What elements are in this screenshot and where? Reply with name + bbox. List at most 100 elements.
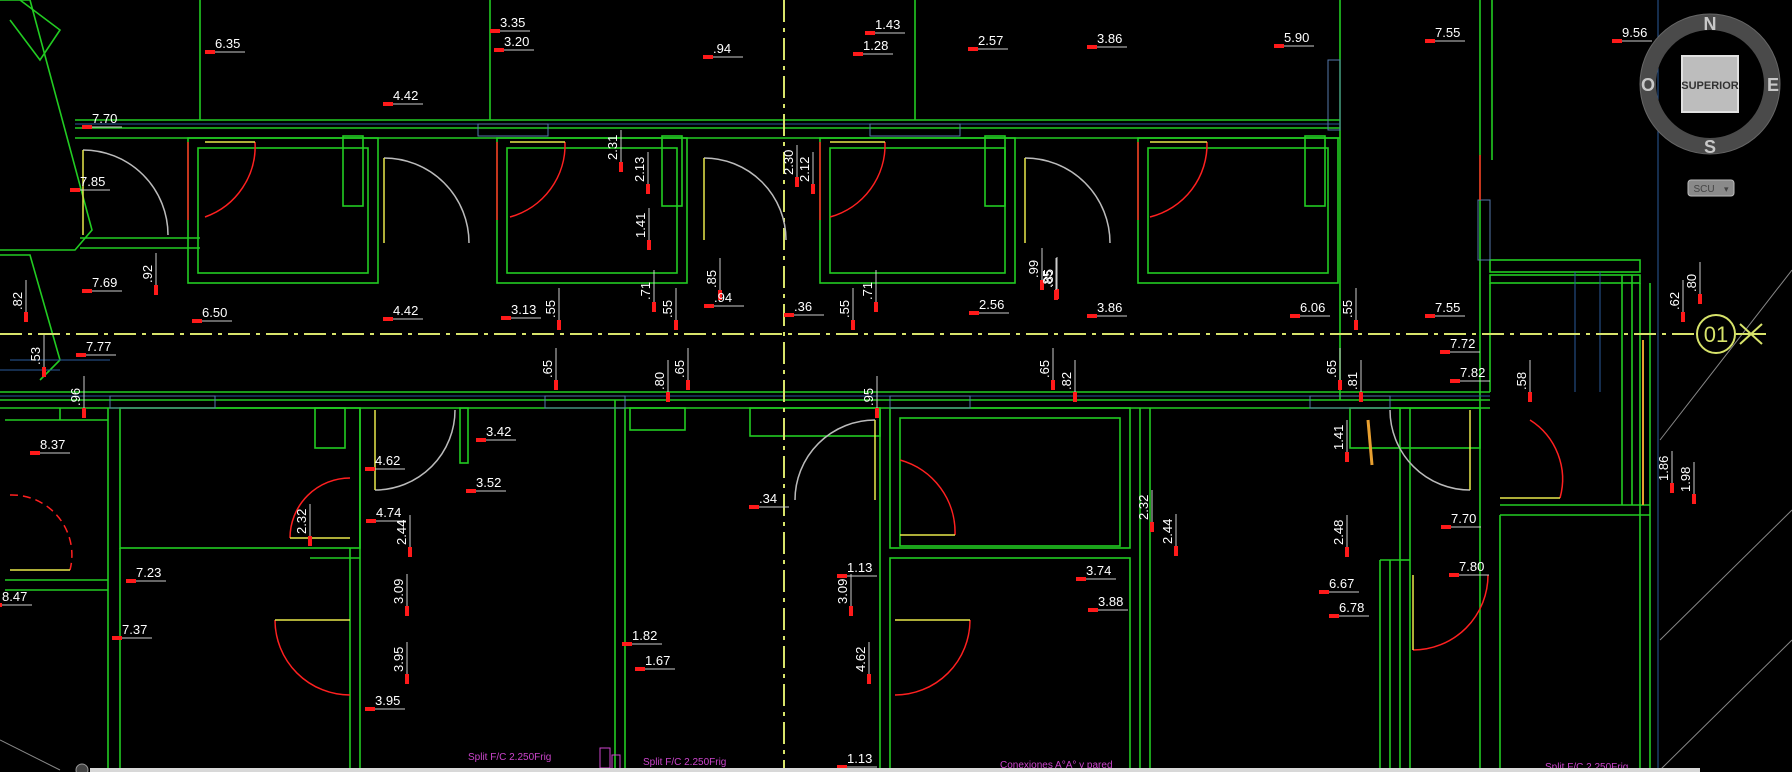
dimension-value: 3.86 [1097,31,1122,46]
viewcube-compass-ring[interactable] [1640,14,1780,154]
dimension-value: 3.86 [1097,300,1122,315]
dimension-label: 1.28 [853,38,893,56]
dimension-marker [76,353,86,357]
grid-bubble[interactable]: 01 [1696,314,1766,354]
dimension-value: 2.12 [797,157,812,182]
dimension-value: 2.32 [294,509,309,534]
dimension-label: .58 [1514,360,1532,402]
dimension-marker [1345,452,1349,462]
dimension-marker [1054,290,1058,300]
dimension-marker [365,467,375,471]
dimension-value: 3.35 [500,15,525,30]
dimension-label: 3.74 [1076,563,1116,581]
compass-south[interactable]: S [1704,137,1716,157]
dimension-marker [557,320,561,330]
dimension-marker [1040,280,1044,290]
dimension-value: 1.13 [847,560,872,575]
dimension-label: 1.67 [635,653,675,671]
dimension-value: .85 [1040,270,1055,288]
dimension-label: .71 [860,270,878,312]
dimension-value: .53 [28,347,43,365]
dimension-marker [619,162,623,172]
dimension-value: 9.56 [1622,25,1647,40]
dimension-label: 3.95 [365,693,405,711]
dimension-label: .34 [749,491,789,509]
dimension-label: .55 [543,288,561,330]
dimension-label: .81 [1345,360,1363,402]
scrollbar-handle[interactable] [75,763,89,772]
dimension-value: 3.20 [504,34,529,49]
dimension-value: .71 [638,282,653,300]
dimension-value: 3.52 [476,475,501,490]
dimension-marker [1450,379,1460,383]
dimension-marker [1528,392,1532,402]
dimension-label: 2.44 [1160,514,1178,556]
dimension-value: 8.47 [2,589,27,604]
dimension-value: .99 [1026,260,1041,278]
dimension-value: 1.98 [1678,467,1693,492]
dimension-value: .55 [1340,300,1355,318]
dimension-value: .65 [540,360,555,378]
dimension-marker [968,47,978,51]
compass-east[interactable]: E [1767,75,1779,95]
dimension-value: .82 [1059,372,1074,390]
dimension-label: 3.52 [466,475,506,493]
dimension-label: 2.12 [797,152,815,194]
dimension-label: 4.62 [365,453,405,471]
dimension-value: 1.43 [875,17,900,32]
dimension-marker [853,52,863,56]
dimension-marker [42,367,46,377]
dimension-marker [1359,392,1363,402]
dimension-label: 1.13 [837,560,877,578]
dimension-label: 6.06 [1290,300,1330,318]
dimension-label: .94 [704,290,744,308]
dimension-label: 5.90 [1274,30,1314,48]
dimension-label: 7.85 [70,174,110,192]
dimension-label: 9.56 [1612,25,1652,43]
equipment-label: Split F/C 2.250Frig [643,757,726,768]
dimension-label: 2.30 [781,145,799,187]
compass-north[interactable]: N [1704,14,1717,34]
horizontal-scrollbar[interactable] [90,768,1700,772]
dimension-value: 6.67 [1329,576,1354,591]
dimension-label: 1.43 [865,17,905,35]
wall-lines [0,0,1651,772]
dimension-marker [366,519,376,523]
ucs-label: SCU [1693,184,1714,195]
dimension-marker [1698,294,1702,304]
dimension-marker [1449,573,1459,577]
dimension-marker [1319,590,1329,594]
dimension-marker [82,408,86,418]
dimension-label: .55 [837,288,855,330]
dimension-label: 7.70 [1441,511,1481,529]
chevron-down-icon: ▾ [1724,184,1729,194]
dimension-value: .55 [543,300,558,318]
grid-axes [0,0,1700,772]
dimension-value: .36 [794,299,812,314]
equipment-label: Split F/C 2.250Frig [1545,762,1628,772]
equipment-label: Split F/C 2.250Frig [468,752,551,763]
dimension-marker [476,438,486,442]
viewcube[interactable]: SUPERIOR N S E O SCU ▾ [1639,13,1781,197]
dimension-label: 7.23 [126,565,166,583]
viewcube-face-top[interactable] [1681,55,1739,113]
dimension-value: 6.35 [215,36,240,51]
dimension-marker [82,125,92,129]
dimension-value: .92 [140,265,155,283]
dimension-marker [686,380,690,390]
dimension-label: 2.44 [394,515,412,557]
ucs-menu-button[interactable]: SCU ▾ [1687,179,1735,197]
dimension-marker [0,603,2,607]
dimension-marker [308,536,312,546]
dimension-label: 1.41 [633,208,651,250]
dimension-label: 7.37 [112,622,152,640]
dimension-marker [1073,392,1077,402]
dimension-label: 2.32 [1136,490,1154,532]
dimension-label: .71 [638,270,656,312]
compass-west[interactable]: O [1641,75,1655,95]
dimension-value: 3.42 [486,424,511,439]
dimension-label: 7.55 [1425,300,1465,318]
dimension-value: 7.55 [1435,25,1460,40]
